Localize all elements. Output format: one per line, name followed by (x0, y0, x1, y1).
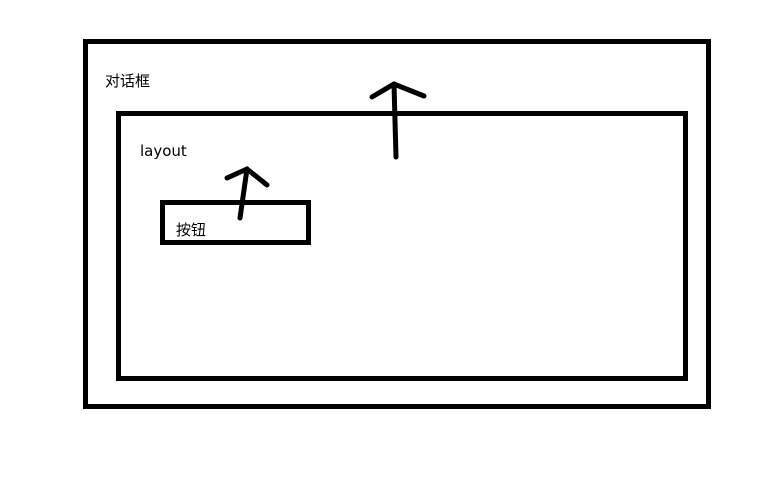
button-box (160, 200, 311, 245)
arrow-layout-to-dialog-icon (369, 81, 427, 160)
arrow-button-to-layout-icon (224, 166, 270, 221)
button-label: 按钮 (176, 221, 207, 239)
layout-box (116, 111, 688, 381)
layout-label: layout (140, 142, 187, 160)
dialog-box (83, 39, 711, 409)
dialog-label: 对话框 (105, 72, 151, 90)
